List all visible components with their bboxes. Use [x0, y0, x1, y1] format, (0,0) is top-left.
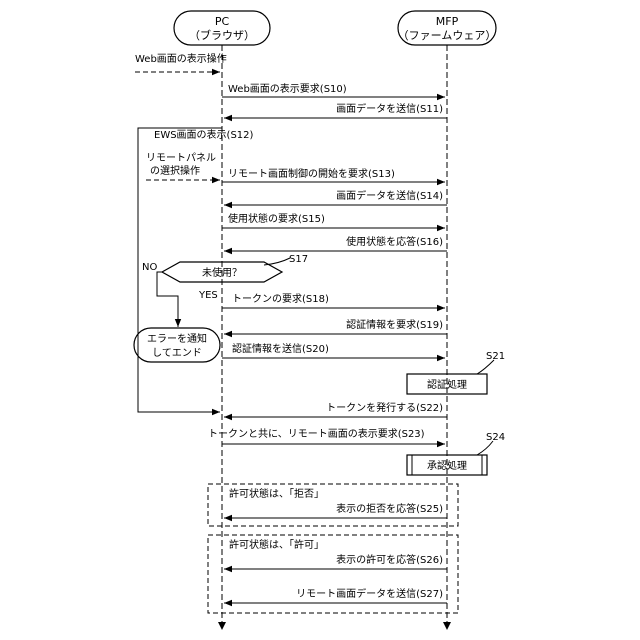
- s24-leader: [477, 441, 493, 455]
- s26-label: 表示の許可を応答(S26): [336, 553, 443, 566]
- remote-selection-label-2: の選択操作: [150, 164, 200, 177]
- mfp-lifeline-end: [443, 622, 451, 630]
- allow-state-label: 許可状態は、「許可」: [229, 538, 324, 551]
- no-branch-arrow: [157, 272, 178, 327]
- s20-label: 認証情報を送信(S20): [232, 342, 329, 355]
- participant-mfp-sub: （ファームウェア）: [398, 29, 497, 42]
- error-label-1: エラーを通知: [147, 332, 207, 345]
- participant-mfp: MFP （ファームウェア）: [398, 11, 497, 45]
- s23-label: トークンと共に、リモート画面の表示要求(S23): [208, 427, 425, 440]
- s10-label: Web画面の表示要求(S10): [228, 82, 347, 95]
- s27-label: リモート画面データを送信(S27): [296, 587, 443, 600]
- error-terminal: エラーを通知 してエンド: [134, 328, 220, 362]
- error-label-2: してエンド: [152, 347, 202, 359]
- s19-label: 認証情報を要求(S19): [346, 318, 443, 331]
- decision-label: 未使用？: [202, 266, 242, 279]
- s17-label: S17: [289, 254, 308, 265]
- s21-label: S21: [486, 351, 505, 362]
- s22-label: トークンを発行する(S22): [326, 401, 443, 414]
- remote-selection-label-1: リモートパネル: [146, 152, 216, 164]
- auth-process-label: 認証処理: [427, 378, 467, 391]
- s11-label: 画面データを送信(S11): [336, 102, 443, 115]
- no-label: NO: [142, 262, 157, 273]
- web-operation-label: Web画面の表示操作: [135, 52, 227, 65]
- s15-label: 使用状態の要求(S15): [228, 212, 325, 225]
- participant-pc: PC （ブラウザ）: [174, 11, 270, 45]
- s21-leader: [477, 360, 494, 374]
- s13-label: リモート画面制御の開始を要求(S13): [228, 167, 395, 180]
- s14-label: 画面データを送信(S14): [336, 189, 443, 202]
- deny-state-label: 許可状態は、「拒否」: [229, 487, 324, 500]
- s25-label: 表示の拒否を応答(S25): [336, 502, 443, 515]
- yes-label: YES: [198, 290, 218, 301]
- s18-label: トークンの要求(S18): [232, 293, 329, 305]
- s12-label: EWS画面の表示(S12): [154, 128, 254, 141]
- approve-process-label: 承認処理: [427, 459, 467, 472]
- participant-mfp-name: MFP: [436, 15, 459, 28]
- s16-label: 使用状態を応答(S16): [346, 235, 443, 248]
- participant-pc-name: PC: [215, 15, 230, 28]
- participant-pc-sub: （ブラウザ）: [189, 28, 255, 42]
- s24-label: S24: [486, 432, 505, 443]
- pc-lifeline-end: [218, 622, 226, 630]
